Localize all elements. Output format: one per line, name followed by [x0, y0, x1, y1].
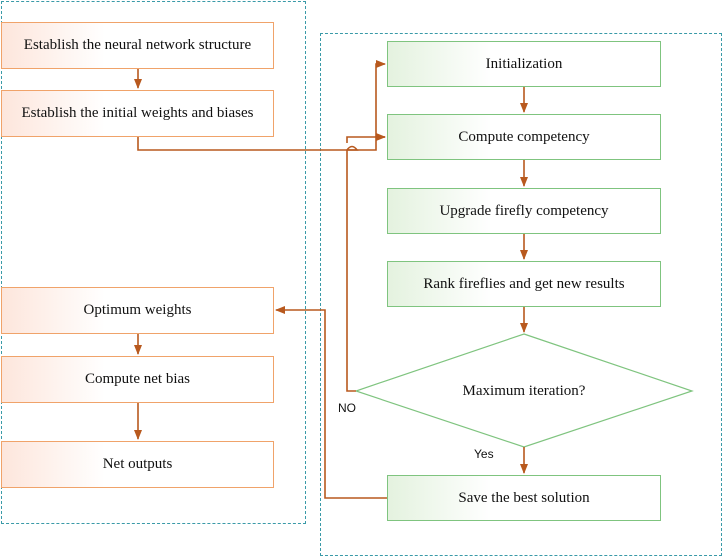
box-net-outputs: Net outputs	[1, 441, 274, 488]
left-panel	[1, 1, 306, 524]
arrow-decision-no-loop	[346, 136, 385, 392]
arrow-to-initialization	[375, 60, 386, 137]
decision-label: Maximum iteration?	[400, 378, 648, 404]
arrow-solution-to-optimum	[275, 306, 387, 499]
label-no: NO	[338, 401, 356, 415]
decision-text: Maximum iteration?	[462, 382, 586, 399]
label-yes: Yes	[474, 447, 494, 461]
right-panel	[320, 33, 722, 556]
